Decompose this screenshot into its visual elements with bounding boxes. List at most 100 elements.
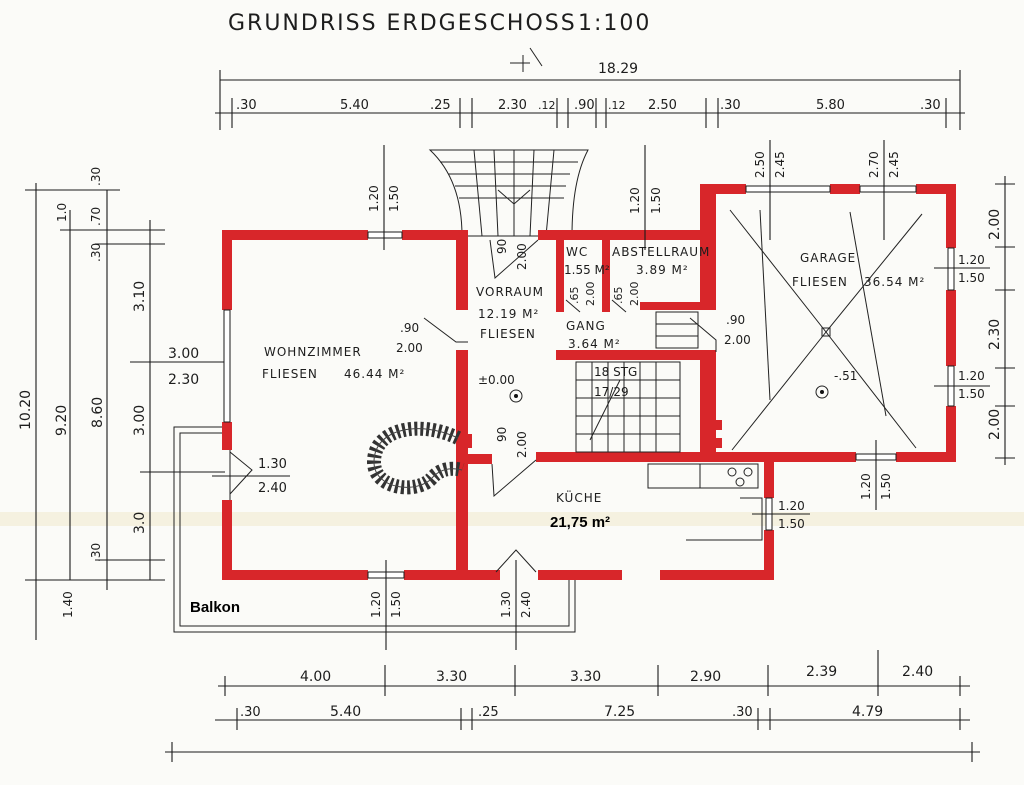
- door-living-left-icon: [229, 450, 253, 500]
- dim-left-seg-5: 3.00: [132, 405, 148, 436]
- dim-total-width: 18.29: [598, 61, 638, 77]
- w-top-abst-1: 1.50: [649, 187, 663, 214]
- dim-top-seg-4: .12: [538, 99, 556, 112]
- dim-top-seg-5: .90: [574, 98, 595, 113]
- w-garage-right-1-1: 1.50: [958, 271, 985, 285]
- spiral-stair-icon: [366, 421, 465, 495]
- stairs-count: 18 STG: [594, 365, 637, 379]
- w-garage-bottom-1: 1.50: [879, 473, 893, 500]
- w-garage-right-2-1: 1.50: [958, 387, 985, 401]
- dim-bottom-r1-3: 2.90: [690, 669, 721, 685]
- dim-top-seg-2: .25: [430, 98, 451, 113]
- dim-bottom-r2-1: 5.40: [330, 704, 361, 720]
- w-garage-right-2-0: 1.20: [958, 369, 985, 383]
- door-kitchen-1: 2.00: [515, 431, 529, 458]
- room-kueche-area: 21,75 m²: [550, 514, 610, 531]
- room-wohnzimmer-area: 46.44 M²: [344, 367, 405, 381]
- scan-band: [0, 512, 1024, 526]
- room-wohnzimmer-floor: FLIESEN: [262, 367, 318, 381]
- level-floor: ±0.00: [478, 373, 515, 387]
- level-marker-icon: [509, 385, 829, 403]
- dim-left-seg-1: 1.0: [55, 203, 69, 222]
- balcony-outline: [173, 426, 576, 633]
- north-arrow-icon: [510, 47, 543, 72]
- dim-bottom-r1-5: 2.40: [902, 664, 933, 680]
- door-living-left-0: 1.30: [258, 457, 287, 472]
- plan-title: GRUNDRISS ERDGESCHOSS: [228, 11, 577, 36]
- right-dimension-lines: 2.00 2.30 2.00: [987, 176, 1015, 465]
- dim-left-seg-8: 1.40: [61, 591, 75, 618]
- room-wc-area: 1.55 M²: [564, 263, 610, 277]
- dim-bottom-r2-2: .25: [478, 705, 499, 720]
- dim-right-0: 2.00: [987, 209, 1003, 240]
- door-vorraum-top-1: 2.00: [515, 243, 529, 270]
- room-balkon-name: Balkon: [190, 599, 240, 616]
- dim-left-seg-3: .30: [89, 243, 103, 262]
- w-top-abst-0: 1.20: [628, 187, 642, 214]
- dim-top-seg-0: .30: [236, 98, 257, 113]
- living-left-dim-0: 3.00: [168, 346, 199, 362]
- door-abst-1: 2.00: [628, 282, 641, 307]
- w-top-living-1: 1.50: [387, 185, 401, 212]
- door-entry-bottom-0: 1.30: [499, 591, 513, 618]
- dim-left-seg-0: .30: [89, 167, 103, 186]
- w-living-bottom-0: 1.20: [369, 591, 383, 618]
- door-garage-0: .90: [726, 313, 745, 327]
- dim-top-seg-9: 5.80: [816, 98, 845, 113]
- dim-bottom-r1-0: 4.00: [300, 669, 331, 685]
- dim-bottom-r1-1: 3.30: [436, 669, 467, 685]
- bottom-dimension-lines: 4.00 3.30 3.30 2.90 2.39 2.40 .30 5.40 .…: [165, 650, 980, 762]
- w-garage-2-0: 2.70: [867, 151, 881, 178]
- w-garage-1-1: 2.45: [773, 151, 787, 178]
- door-vorraum-top-0: 90: [495, 239, 509, 254]
- interior-stairs: [575, 311, 699, 453]
- level-garage: -.51: [834, 369, 857, 383]
- w-garage-right-1-0: 1.20: [958, 253, 985, 267]
- living-left-dim-1: 2.30: [168, 372, 199, 388]
- dim-left-seg-2: .70: [89, 207, 103, 226]
- w-living-bottom-1: 1.50: [389, 591, 403, 618]
- plan-scale: 1:100: [578, 11, 651, 36]
- w-top-living-0: 1.20: [367, 185, 381, 212]
- dim-top-seg-7: 2.50: [648, 98, 677, 113]
- door-entry-bottom-1: 2.40: [519, 591, 533, 618]
- dim-bottom-r1-4: 2.39: [806, 664, 837, 680]
- dim-right-1: 2.30: [987, 319, 1003, 350]
- door-kitchen-0: 90: [495, 427, 509, 442]
- door-living-left-1: 2.40: [258, 481, 287, 496]
- room-wc-name: WC: [566, 245, 588, 259]
- dim-left-seg-4: 3.10: [132, 281, 148, 312]
- stairs-ratio: 17/29: [594, 385, 629, 399]
- room-garage-name: GARAGE: [800, 251, 856, 265]
- room-abstellraum-name: ABSTELLRAUM: [612, 245, 710, 259]
- dim-left-middle: 9.20: [54, 405, 70, 436]
- room-vorraum-name: VORRAUM: [476, 285, 544, 299]
- w-garage-2-1: 2.45: [887, 151, 901, 178]
- door-wc-0: .65: [568, 287, 581, 305]
- door-swings: [423, 239, 717, 498]
- dim-bottom-r2-4: .30: [732, 705, 753, 720]
- top-dimension-total: 18.29: [219, 61, 961, 130]
- door-abst-0: .65: [612, 287, 625, 305]
- room-garage-area: 36.54 M²: [864, 275, 925, 289]
- room-abstellraum-area: 3.89 M²: [636, 263, 689, 277]
- left-dimension-lines: 10.20 9.20 8.60 .30 1.0 .70 .30 3.10 3.0…: [18, 167, 225, 640]
- room-vorraum-floor: FLIESEN: [480, 327, 536, 341]
- dim-left-inner: 8.60: [90, 397, 106, 428]
- room-gang-area: 3.64 M²: [568, 337, 621, 351]
- door-garage-1: 2.00: [724, 333, 751, 347]
- room-kueche-name: KÜCHE: [556, 489, 602, 505]
- entrance-steps: [428, 149, 589, 237]
- walls: [222, 184, 956, 580]
- dim-left-seg-7: .30: [89, 543, 103, 562]
- door-entry-bottom-icon: [495, 549, 537, 573]
- dim-top-seg-8: .30: [720, 98, 741, 113]
- dim-top-seg-10: .30: [920, 98, 941, 113]
- w-garage-1-0: 2.50: [753, 151, 767, 178]
- room-vorraum-area: 12.19 M²: [478, 307, 539, 321]
- room-wohnzimmer-name: WOHNZIMMER: [264, 345, 362, 359]
- dim-bottom-r2-5: 4.79: [852, 704, 883, 720]
- door-living-vorraum-1: 2.00: [396, 341, 423, 355]
- room-gang-name: GANG: [566, 319, 606, 333]
